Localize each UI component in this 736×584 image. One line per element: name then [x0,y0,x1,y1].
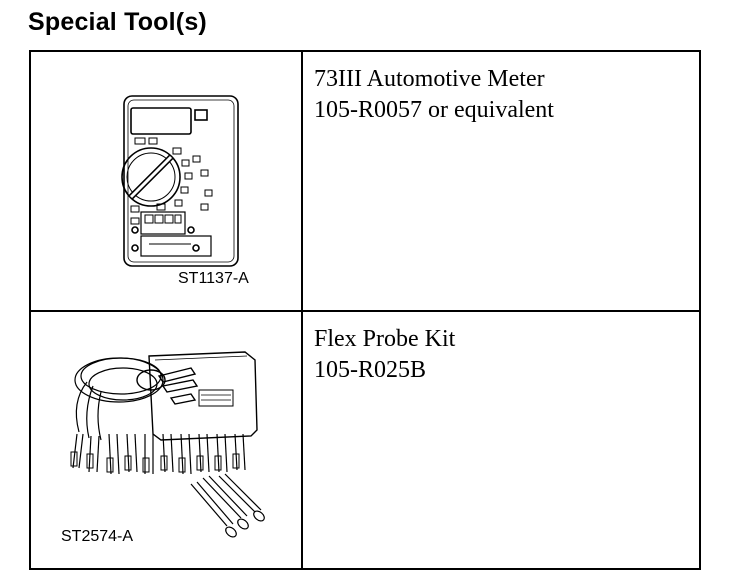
figure-code: ST2574-A [61,528,134,545]
table-row: ST2574-A Flex Probe Kit 105-R025B [29,310,701,570]
multimeter-icon [121,95,239,267]
tool-name: Flex Probe Kit [314,326,456,352]
tool-name: 73III Automotive Meter [314,66,545,92]
probe-kit-icon [70,351,265,538]
tool-illustration-cell: ST2574-A [29,310,303,570]
tool-part-number: 105-R025B [314,357,427,383]
tool-part-number: 105-R0057 or equivalent [314,97,554,123]
special-tools-table: ST1137-A 73III Automotive Meter 105-R005… [29,50,701,570]
tool-illustration-cell: ST1137-A [29,50,303,312]
page-title: Special Tool(s) [28,8,207,36]
tool-description-cell: Flex Probe Kit 105-R025B [301,310,701,570]
table-row: ST1137-A 73III Automotive Meter 105-R005… [29,50,701,312]
tool-description-cell: 73III Automotive Meter 105-R0057 or equi… [301,50,701,312]
figure-code: ST1137-A [178,270,249,287]
